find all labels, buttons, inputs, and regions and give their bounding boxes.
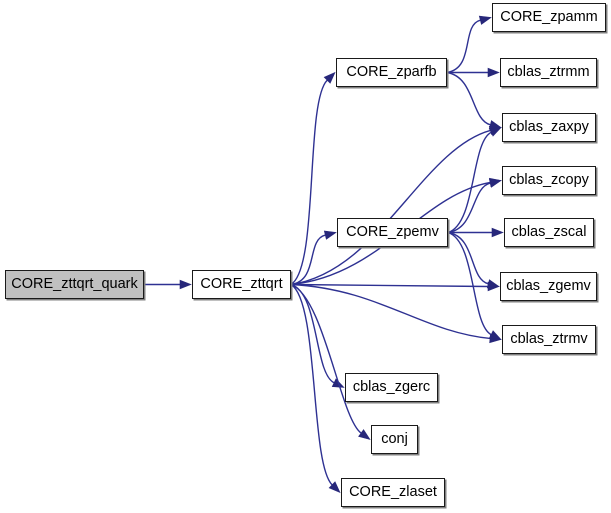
edge-core-zparfb-to-core-zpamm [446,19,481,74]
arrowhead-icon [491,227,504,238]
node-cblas-ztrmm[interactable]: cblas_ztrmm [500,58,597,87]
edge-core-zttqrt-to-core-zlaset [290,283,333,486]
arrowhead-icon [328,481,341,494]
node-label: cblas_ztrmv [510,331,588,348]
node-cblas-zcopy[interactable]: cblas_zcopy [502,166,596,195]
arrowhead-icon [488,127,502,137]
arrowhead-icon [486,279,500,289]
edge-core-zpemv-to-cblas-zaxpy [447,131,492,234]
node-label: CORE_zlaset [349,484,437,501]
node-conj[interactable]: conj [371,425,418,454]
arrowhead-icon [179,279,192,290]
node-cblas-zaxpy[interactable]: cblas_zaxpy [502,113,596,142]
edge-core-zttqrt-to-cblas-ztrmv [290,283,491,340]
node-label: CORE_zttqrt [200,276,283,293]
edge-core-zpemv-to-cblas-zcopy [447,182,491,234]
node-label: cblas_ztrmm [507,64,590,81]
edge-core-zparfb-to-cblas-zaxpy [446,71,491,126]
node-cblas-ztrmv[interactable]: cblas_ztrmv [502,325,596,354]
edge-core-zttqrt-to-core-zpemv [290,234,326,286]
arrowhead-icon [487,67,500,78]
node-core-zttqrt-quark[interactable]: CORE_zttqrt_quark [5,270,144,299]
node-label: cblas_zgerc [352,379,431,396]
node-label: CORE_zttqrt_quark [11,276,138,293]
node-cblas-zscal[interactable]: cblas_zscal [504,218,594,247]
node-label: cblas_zscal [511,224,587,241]
edge-core-zttqrt-to-core-zparfb [290,79,328,286]
arrowhead-icon [488,330,502,340]
node-cblas-zgerc[interactable]: cblas_zgerc [345,373,438,402]
node-label: CORE_zpemv [346,224,439,241]
arrowhead-icon [488,178,502,188]
node-cblas-zgemv[interactable]: cblas_zgemv [500,272,597,301]
arrowhead-icon [323,230,337,240]
edge-core-zpemv-to-cblas-ztrmv [447,231,492,336]
edge-core-zttqrt-to-conj [290,283,362,434]
arrowhead-icon [323,71,336,84]
node-label: cblas_zaxpy [509,119,589,136]
arrowhead-icon [358,429,371,440]
node-core-zpemv[interactable]: CORE_zpemv [337,218,448,247]
arrowhead-icon [478,15,492,25]
node-label: CORE_zpamm [500,9,598,26]
edge-core-zttqrt-to-cblas-zgemv [290,283,489,288]
node-core-zttqrt[interactable]: CORE_zttqrt [192,270,291,299]
node-label: cblas_zgemv [506,278,591,295]
node-core-zparfb[interactable]: CORE_zparfb [336,58,447,87]
node-label: cblas_zcopy [509,172,589,189]
node-label: conj [381,431,408,448]
node-core-zpamm[interactable]: CORE_zpamm [492,3,606,32]
edge-core-zttqrt-to-cblas-zaxpy [290,129,491,286]
edge-core-zpemv-to-cblas-zgemv [447,231,489,285]
node-core-zlaset[interactable]: CORE_zlaset [341,478,445,507]
node-label: CORE_zparfb [346,64,437,81]
